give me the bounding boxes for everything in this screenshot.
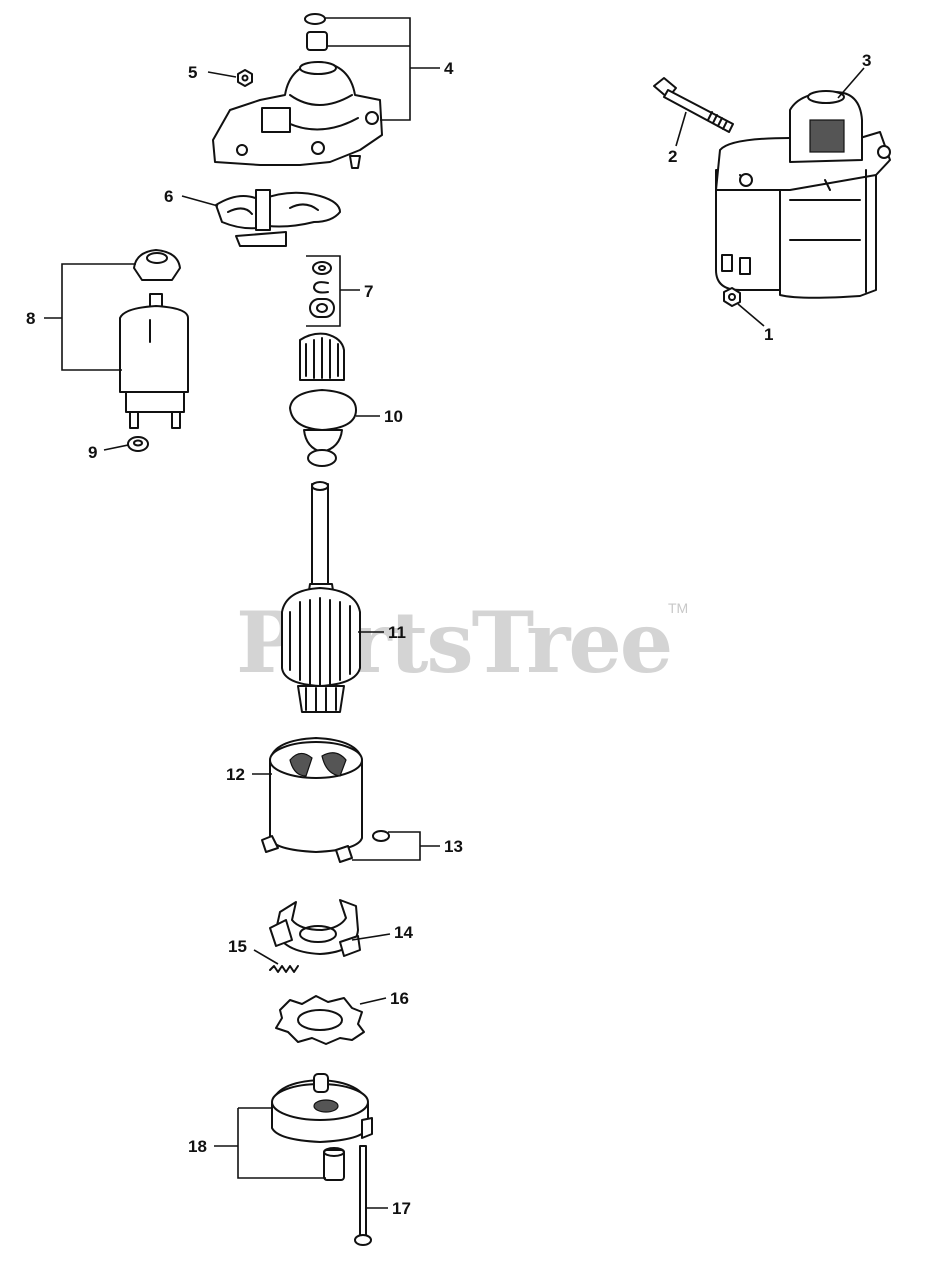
part-starter-assembly[interactable] — [715, 90, 891, 299]
part-through-bolt[interactable] — [354, 1145, 372, 1246]
callout-6: 6 — [164, 187, 173, 206]
watermark-trademark: TM — [668, 600, 688, 616]
callout-4: 4 — [444, 59, 454, 78]
callout-15: 15 — [228, 937, 247, 956]
part-nut-9[interactable] — [127, 436, 149, 452]
part-bolt[interactable] — [653, 77, 734, 133]
part-nut-1[interactable] — [723, 287, 741, 307]
callout-5: 5 — [188, 63, 197, 82]
callout-14: 14 — [394, 923, 413, 942]
callout-16: 16 — [390, 989, 409, 1008]
callout-labels: 1 2 3 4 5 6 7 8 9 10 11 12 13 14 15 16 1… — [26, 51, 871, 1218]
leader-lines — [44, 17, 865, 1209]
part-shift-lever[interactable] — [215, 189, 341, 247]
part-brush-spring[interactable] — [269, 965, 299, 973]
callout-13: 13 — [444, 837, 463, 856]
callout-12: 12 — [226, 765, 245, 784]
part-drive-end-housing[interactable] — [212, 13, 383, 169]
callout-17: 17 — [392, 1199, 411, 1218]
callout-3: 3 — [862, 51, 871, 70]
callout-7: 7 — [364, 282, 373, 301]
part-pinion-drive[interactable] — [289, 332, 357, 467]
part-end-cap[interactable] — [271, 1073, 373, 1181]
part-solenoid[interactable] — [119, 249, 189, 429]
callout-8: 8 — [26, 309, 35, 328]
callout-1: 1 — [764, 325, 773, 344]
part-armature[interactable] — [281, 481, 361, 713]
part-retainer-plate[interactable] — [275, 995, 365, 1045]
callout-9: 9 — [88, 443, 97, 462]
part-nut-5[interactable] — [237, 69, 253, 87]
part-brush-holder[interactable] — [269, 899, 361, 957]
callout-10: 10 — [384, 407, 403, 426]
callout-18: 18 — [188, 1137, 207, 1156]
part-washer-kit[interactable] — [309, 261, 335, 318]
callout-11: 11 — [388, 623, 406, 642]
part-field-frame[interactable] — [261, 737, 390, 863]
callout-2: 2 — [668, 147, 677, 166]
